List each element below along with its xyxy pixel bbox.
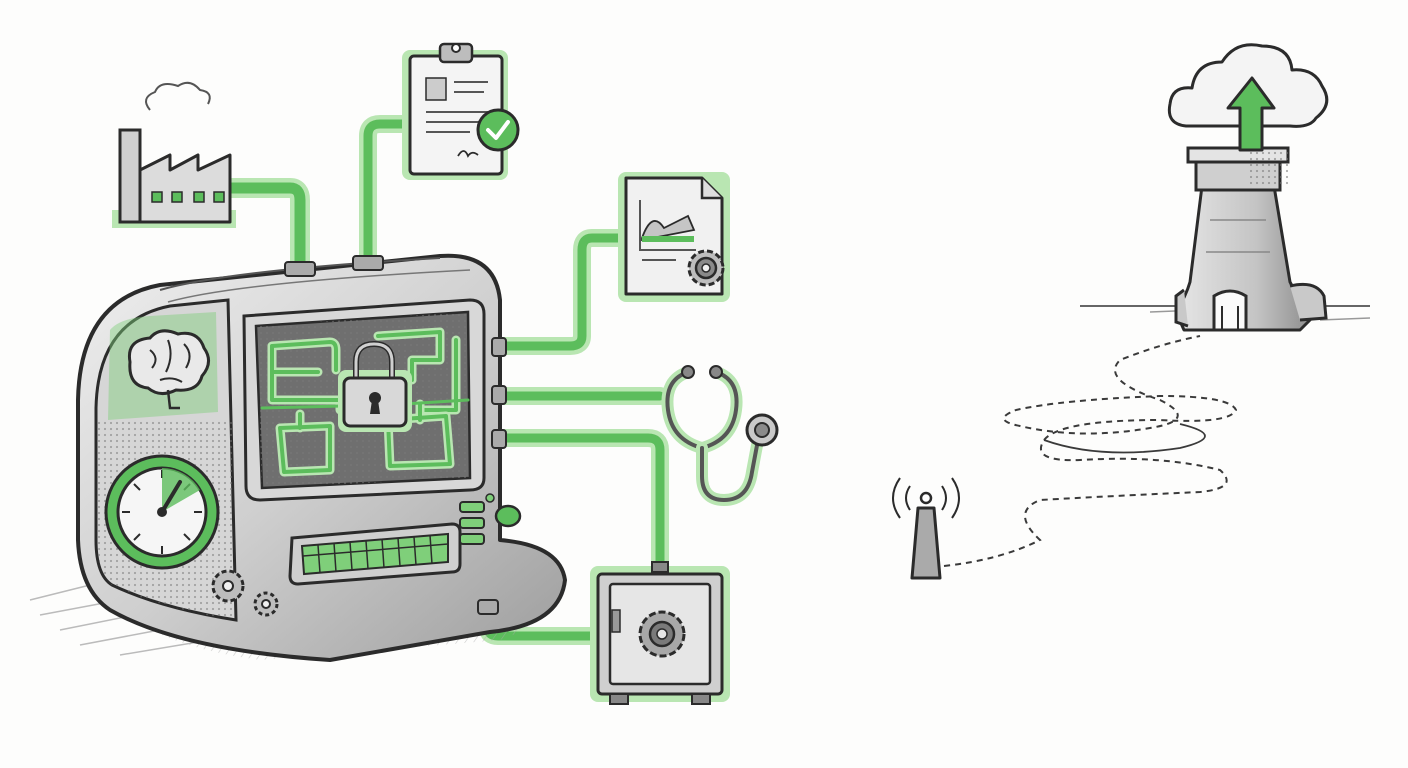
ground-shadow <box>29 584 211 656</box>
broadcast-antenna-icon <box>892 477 960 580</box>
gauge-icon <box>104 454 220 570</box>
clipboard-check-icon <box>402 42 520 180</box>
padlock-icon <box>338 340 412 432</box>
keyboard-icon <box>288 522 462 586</box>
machine <box>76 253 567 662</box>
screen-circuit <box>242 298 486 502</box>
tower-icon <box>1174 146 1328 332</box>
control-buttons <box>459 493 522 545</box>
brain-icon <box>108 312 218 420</box>
cloud-upload-icon <box>1167 43 1329 152</box>
document-chart-gear-icon <box>618 172 730 302</box>
stethoscope-icon <box>661 365 779 507</box>
gear-icon <box>211 569 279 617</box>
factory-icon <box>112 81 236 228</box>
safe-gear-icon <box>590 561 730 705</box>
signal-path <box>943 335 1238 567</box>
